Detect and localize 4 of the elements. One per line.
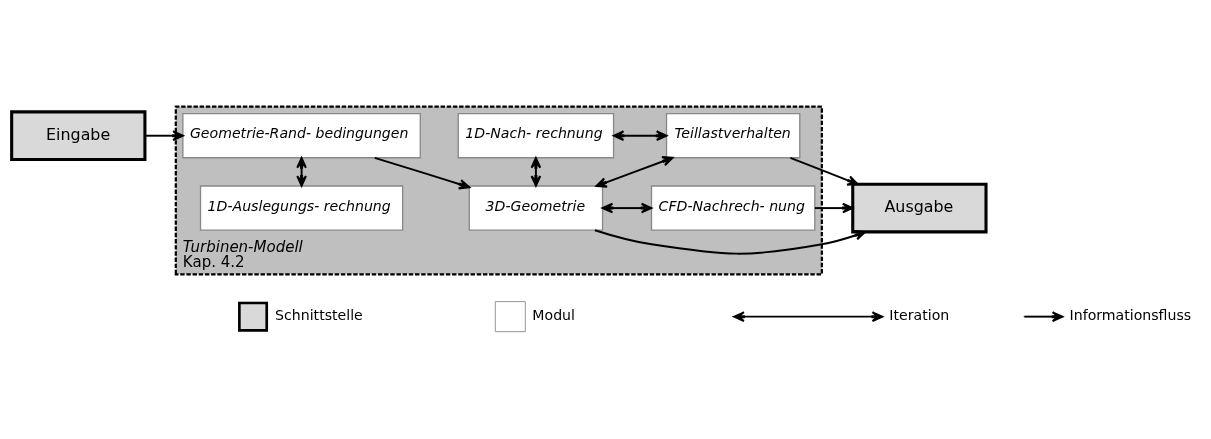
legend-label: Modul xyxy=(532,306,575,323)
legend-label: Schnittstelle xyxy=(275,306,363,323)
legend-label: Iteration xyxy=(889,306,950,323)
legend-label: Informationsfluss xyxy=(1069,306,1192,323)
